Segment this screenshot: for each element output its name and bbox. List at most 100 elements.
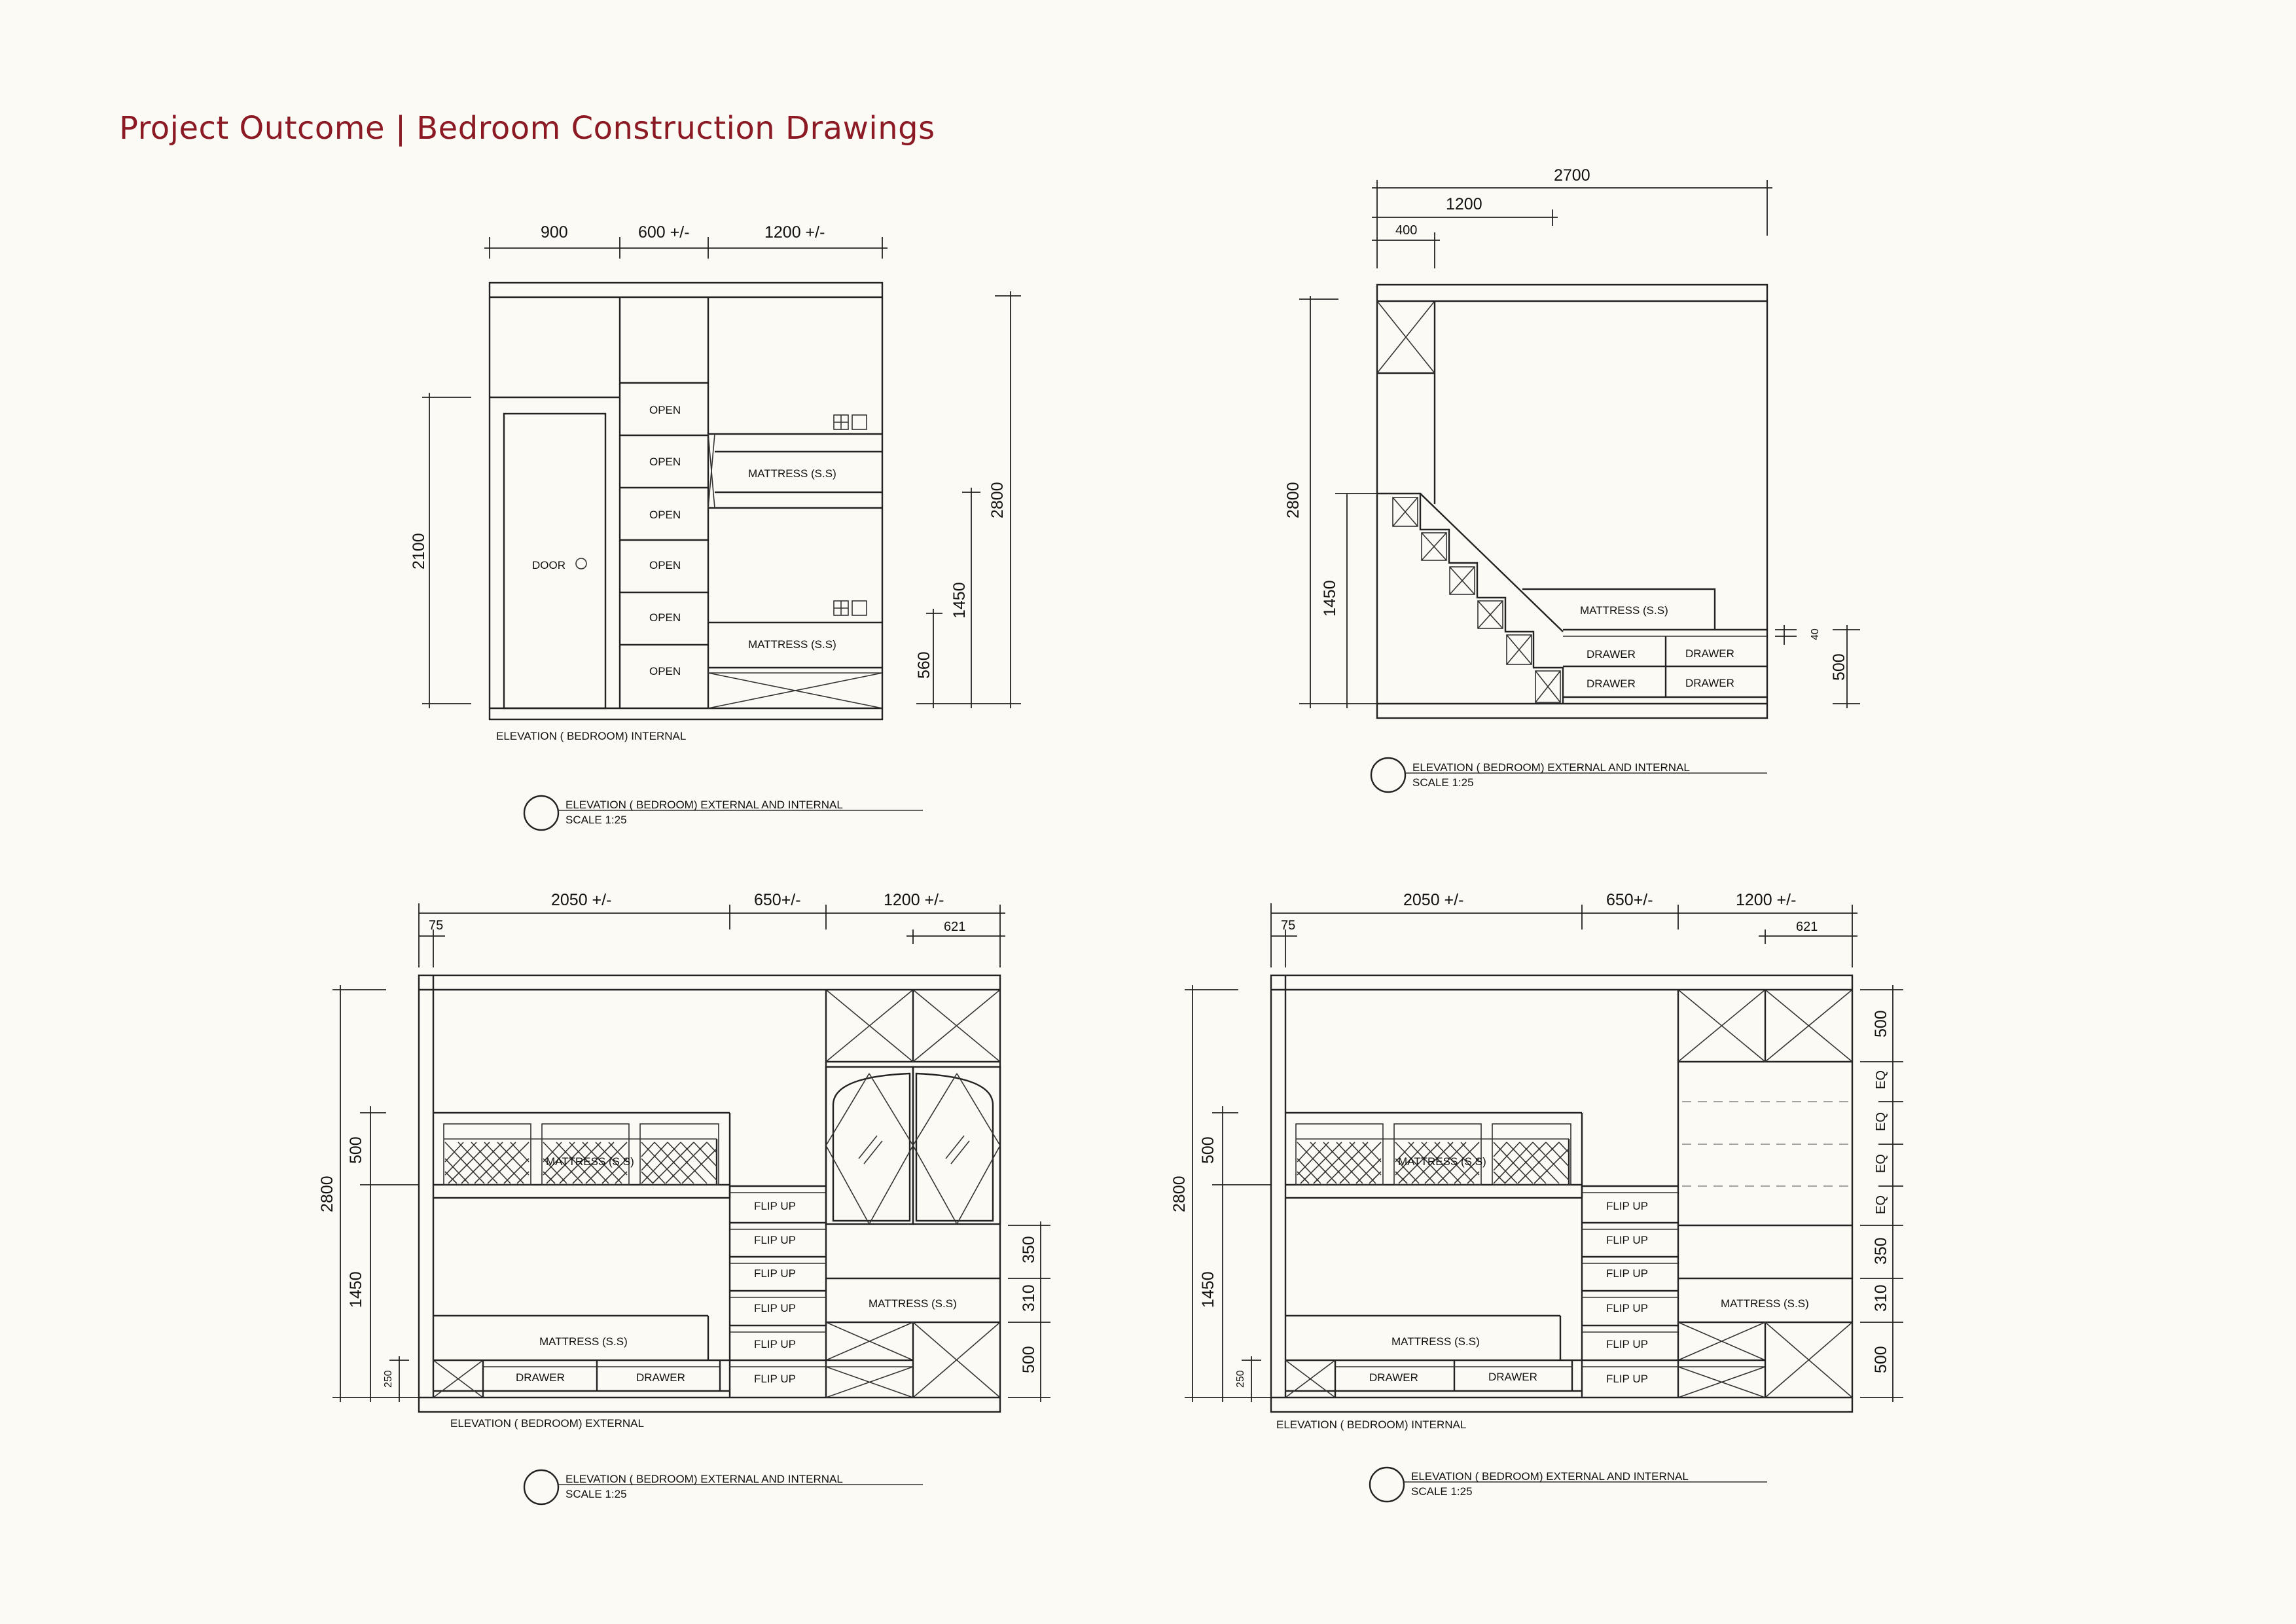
section-marker-icon: [1370, 757, 1407, 793]
mattress-label: MATTRESS (S.S): [1580, 604, 1668, 617]
mattress-label: MATTRESS (S.S): [748, 467, 836, 480]
dimension-label: 2050 +/-: [551, 891, 611, 909]
dimension-label: 1450: [950, 582, 969, 619]
flip-up-label: FLIP UP: [1606, 1200, 1648, 1212]
mattress-label: MATTRESS (S.S): [748, 638, 836, 651]
dimension-label: 250: [1235, 1370, 1246, 1388]
shelf-label: OPEN: [649, 665, 681, 677]
caption-title: ELEVATION ( BEDROOM) EXTERNAL AND INTERN…: [565, 1473, 843, 1485]
door-knob-icon: [575, 558, 587, 569]
dimension-label: 2050 +/-: [1403, 891, 1463, 909]
shelf-label: OPEN: [649, 509, 681, 521]
shelf-label: OPEN: [649, 456, 681, 468]
flip-up-label: FLIP UP: [1606, 1302, 1648, 1314]
dimension-label: EQ: [1874, 1154, 1888, 1173]
dimension-label: 650+/-: [754, 891, 801, 909]
cabinet-outline: [1376, 283, 1768, 719]
dimension-label: 600 +/-: [638, 223, 690, 242]
dimension-label: 900: [541, 223, 568, 242]
dimension-label: 350: [1872, 1237, 1890, 1265]
mattress-label: MATTRESS (S.S): [869, 1297, 957, 1310]
flip-up-label: FLIP UP: [754, 1234, 796, 1246]
dimension-label: EQ: [1874, 1112, 1888, 1131]
dimension-label: 560: [915, 651, 933, 679]
drawer-label: DRAWER: [516, 1371, 565, 1384]
shelf-label: OPEN: [649, 611, 681, 624]
mattress-label: MATTRESS (S.S): [1398, 1155, 1486, 1168]
dimension-label: EQ: [1874, 1070, 1888, 1089]
dimension-label: 2100: [410, 533, 428, 569]
dimension-label: 500: [1872, 1010, 1890, 1038]
drawer-label: DRAWER: [636, 1371, 685, 1384]
dimension-label: 500: [347, 1136, 365, 1164]
dimension-label: 2800: [318, 1176, 336, 1212]
view-label: ELEVATION ( BEDROOM) INTERNAL: [496, 730, 686, 742]
caption-scale: SCALE 1:25: [1412, 776, 1474, 789]
caption-scale: SCALE 1:25: [1411, 1485, 1473, 1498]
elevation-internal-drawing: DOOR OPEN OPEN OPEN OPEN OPEN OPEN MATTR…: [410, 223, 1021, 831]
dimension-label: 1200 +/-: [884, 891, 944, 909]
dimension-label: 1200: [1446, 195, 1482, 213]
elevation-internal-drawing-2: MATTRESS (S.S) MATTRESS (S.S) DRAWER DRA…: [1170, 891, 1903, 1503]
dimension-label: 40: [1810, 628, 1821, 640]
flip-up-label: FLIP UP: [754, 1200, 796, 1212]
flip-up-label: FLIP UP: [754, 1373, 796, 1385]
mattress-label: MATTRESS (S.S): [1391, 1335, 1480, 1348]
dimension-label: 500: [1830, 653, 1848, 681]
dimension-label: 400: [1395, 223, 1417, 238]
caption-title: ELEVATION ( BEDROOM) EXTERNAL AND INTERN…: [1412, 761, 1690, 774]
dimension-label: 310: [1020, 1284, 1038, 1312]
door: [503, 412, 607, 710]
drawer-label: DRAWER: [1685, 647, 1734, 660]
dimension-label: 250: [383, 1370, 394, 1388]
dimension-label: 621: [1796, 920, 1818, 934]
dimension-label: 500: [1199, 1136, 1217, 1164]
cabinet-outline: [488, 281, 884, 721]
drawer-label: DRAWER: [1369, 1371, 1418, 1384]
drawer-label: DRAWER: [1488, 1371, 1537, 1383]
door-label: DOOR: [532, 559, 565, 571]
dimension-label: 1450: [1321, 580, 1339, 617]
dimension-label: EQ: [1874, 1195, 1888, 1214]
dimension-label: 2700: [1554, 166, 1590, 185]
cabinet-outline: [1270, 974, 1854, 1413]
elevation-external-drawing: MATTRESS (S.S) MATTRESS (S.S) DRAWER DRA…: [318, 891, 1050, 1506]
section-marker-icon: [1369, 1466, 1405, 1503]
view-label: ELEVATION ( BEDROOM) INTERNAL: [1276, 1418, 1466, 1431]
mattress-label: MATTRESS (S.S): [1721, 1297, 1809, 1310]
mattress-label: MATTRESS (S.S): [539, 1335, 628, 1348]
dimension-label: 350: [1020, 1236, 1038, 1263]
dimension-label: 1200 +/-: [764, 223, 825, 242]
mattress-label: MATTRESS (S.S): [546, 1155, 634, 1168]
caption-scale: SCALE 1:25: [565, 1488, 627, 1500]
dimension-label: 621: [944, 920, 965, 934]
caption-scale: SCALE 1:25: [565, 814, 627, 826]
dimension-label: 500: [1020, 1346, 1038, 1373]
dimension-label: 1450: [347, 1271, 365, 1308]
shelf-label: OPEN: [649, 404, 681, 416]
flip-up-label: FLIP UP: [1606, 1338, 1648, 1350]
drawer-label: DRAWER: [1685, 677, 1734, 689]
dimension-label: 650+/-: [1606, 891, 1653, 909]
section-marker-icon: [523, 795, 560, 831]
drawer-label: DRAWER: [1587, 648, 1636, 660]
view-label: ELEVATION ( BEDROOM) EXTERNAL: [450, 1417, 644, 1430]
flip-up-label: FLIP UP: [754, 1338, 796, 1350]
elevation-stair-drawing: MATTRESS (S.S) DRAWER DRAWER DRAWER DRAW…: [1284, 166, 1860, 793]
section-marker-icon: [523, 1469, 560, 1506]
dimension-label: 2800: [1170, 1176, 1189, 1212]
stair: [1377, 492, 1564, 704]
flip-up-label: FLIP UP: [1606, 1373, 1648, 1385]
flip-up-label: FLIP UP: [754, 1267, 796, 1280]
dimension-label: 75: [1281, 918, 1295, 933]
dimension-label: 75: [429, 918, 443, 933]
flip-up-label: FLIP UP: [1606, 1234, 1648, 1246]
dimension-label: 310: [1872, 1284, 1890, 1312]
caption-title: ELEVATION ( BEDROOM) EXTERNAL AND INTERN…: [1411, 1470, 1689, 1483]
flip-up-label: FLIP UP: [1606, 1267, 1648, 1280]
dimension-label: 500: [1872, 1346, 1890, 1373]
flip-up-label: FLIP UP: [754, 1302, 796, 1314]
drawer-label: DRAWER: [1587, 677, 1636, 690]
dimension-label: 2800: [988, 482, 1007, 518]
